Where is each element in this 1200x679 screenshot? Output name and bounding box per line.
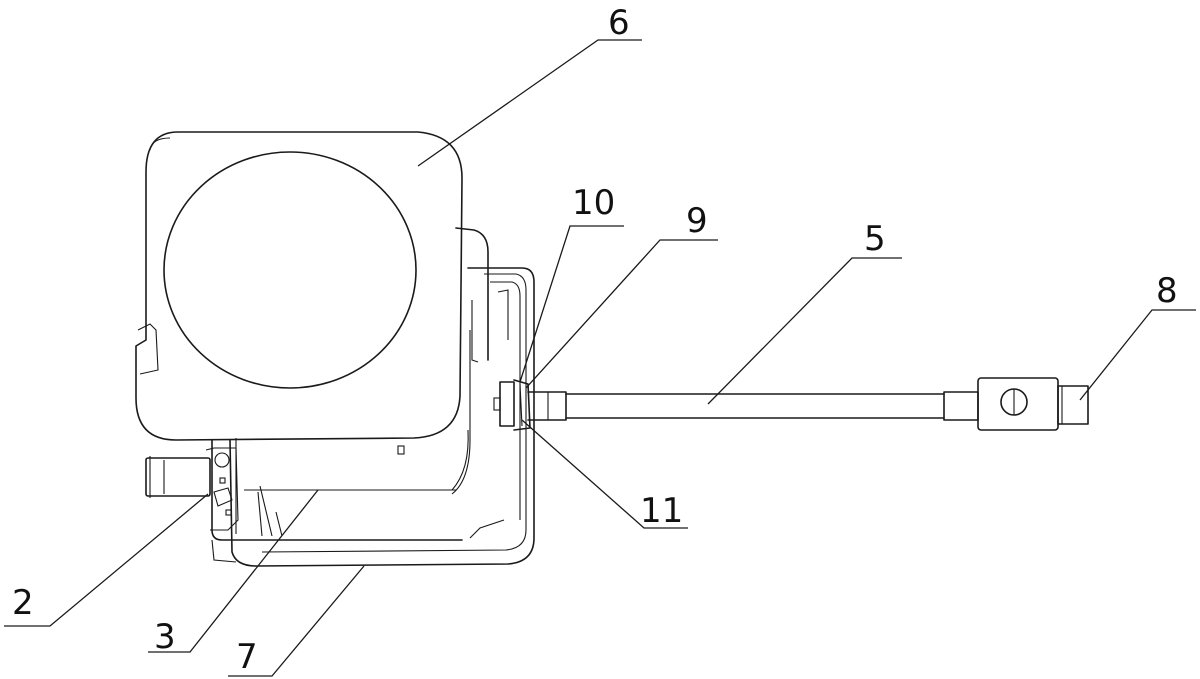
callout-6: 6 (608, 3, 630, 43)
rear-housing (451, 227, 489, 495)
callout-8: 8 (1156, 271, 1178, 311)
side-bracket (145, 447, 239, 531)
inner-body (211, 429, 469, 563)
callout-7: 7 (236, 637, 258, 677)
callout-10: 10 (572, 183, 615, 223)
top-cap (135, 131, 463, 441)
plug (977, 377, 1089, 431)
leader-lines (4, 39, 1196, 677)
callout-5: 5 (864, 219, 886, 259)
callout-labels: 6 10 9 5 8 11 2 3 7 (12, 3, 1178, 677)
callout-2: 2 (12, 583, 34, 623)
callout-3: 3 (154, 617, 176, 657)
callout-9: 9 (686, 201, 708, 241)
outer-housing (229, 267, 535, 567)
callout-11: 11 (640, 491, 683, 531)
cable (565, 391, 979, 421)
cable-connector (493, 379, 567, 431)
